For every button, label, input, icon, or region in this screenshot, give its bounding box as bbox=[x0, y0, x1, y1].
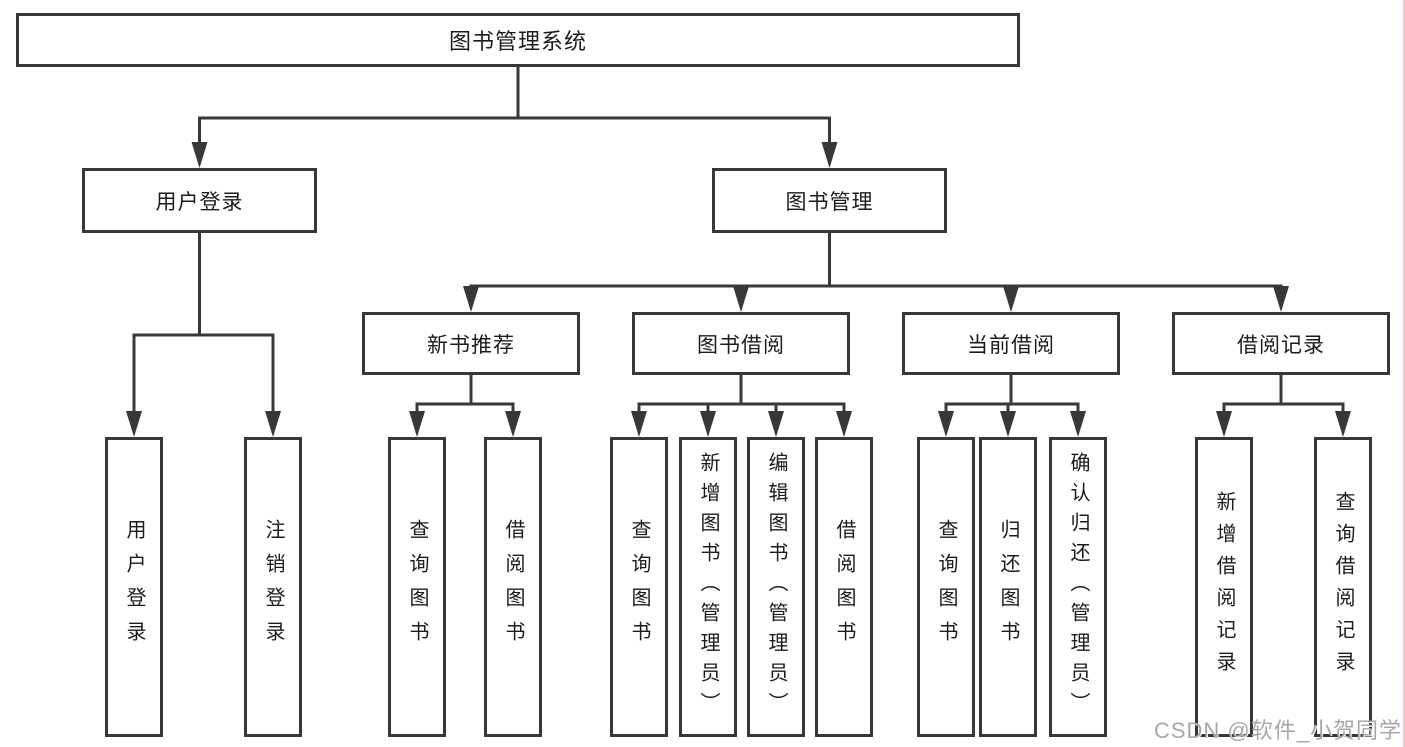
node-bor-borrow: 借阅图书 bbox=[815, 437, 873, 737]
node-label: 新书推荐 bbox=[427, 329, 515, 359]
node-cur-confirm: 确认归还（管理员） bbox=[1049, 437, 1107, 737]
node-label: 新增图书（管理员） bbox=[695, 452, 721, 722]
node-recommend: 新书推荐 bbox=[362, 312, 580, 375]
node-label: 图书管理 bbox=[786, 186, 874, 216]
node-rec2-add: 新增借阅记录 bbox=[1195, 437, 1253, 737]
node-label: 新增借阅记录 bbox=[1211, 491, 1237, 683]
node-label: 归还图书 bbox=[995, 519, 1021, 655]
node-borrow: 图书借阅 bbox=[632, 312, 850, 375]
node-bor-query: 查询图书 bbox=[610, 437, 668, 737]
node-label: 借阅图书 bbox=[831, 519, 857, 655]
node-label: 注销登录 bbox=[260, 519, 286, 655]
node-label: 查询图书 bbox=[404, 519, 430, 655]
node-cur-query: 查询图书 bbox=[917, 437, 975, 737]
node-label: 图书借阅 bbox=[697, 329, 785, 359]
node-label: 编辑图书（管理员） bbox=[763, 452, 789, 722]
node-label: 借阅记录 bbox=[1237, 329, 1325, 359]
node-records: 借阅记录 bbox=[1172, 312, 1390, 375]
node-current: 当前借阅 bbox=[902, 312, 1120, 375]
node-cur-return: 归还图书 bbox=[979, 437, 1037, 737]
node-login-logout: 注销登录 bbox=[244, 437, 302, 737]
node-bor-add: 新增图书（管理员） bbox=[679, 437, 737, 737]
node-rec2-query: 查询借阅记录 bbox=[1314, 437, 1372, 737]
node-label: 查询图书 bbox=[626, 519, 652, 655]
node-label: 用户登录 bbox=[156, 186, 244, 216]
node-login: 用户登录 bbox=[82, 168, 317, 233]
node-login-user: 用户登录 bbox=[105, 437, 163, 737]
node-label: 当前借阅 bbox=[967, 329, 1055, 359]
node-bor-edit: 编辑图书（管理员） bbox=[747, 437, 805, 737]
node-rec-query: 查询图书 bbox=[388, 437, 446, 737]
watermark: CSDN @软件_小贺同学 bbox=[1154, 713, 1402, 745]
node-label: 借阅图书 bbox=[500, 519, 526, 655]
node-label: 查询图书 bbox=[933, 519, 959, 655]
node-mgmt: 图书管理 bbox=[712, 168, 947, 233]
node-root: 图书管理系统 bbox=[16, 13, 1020, 67]
node-label: 查询借阅记录 bbox=[1330, 491, 1356, 683]
node-label: 确认归还（管理员） bbox=[1065, 452, 1091, 722]
node-label: 图书管理系统 bbox=[449, 24, 587, 56]
node-rec-borrow: 借阅图书 bbox=[484, 437, 542, 737]
node-label: 用户登录 bbox=[121, 519, 147, 655]
